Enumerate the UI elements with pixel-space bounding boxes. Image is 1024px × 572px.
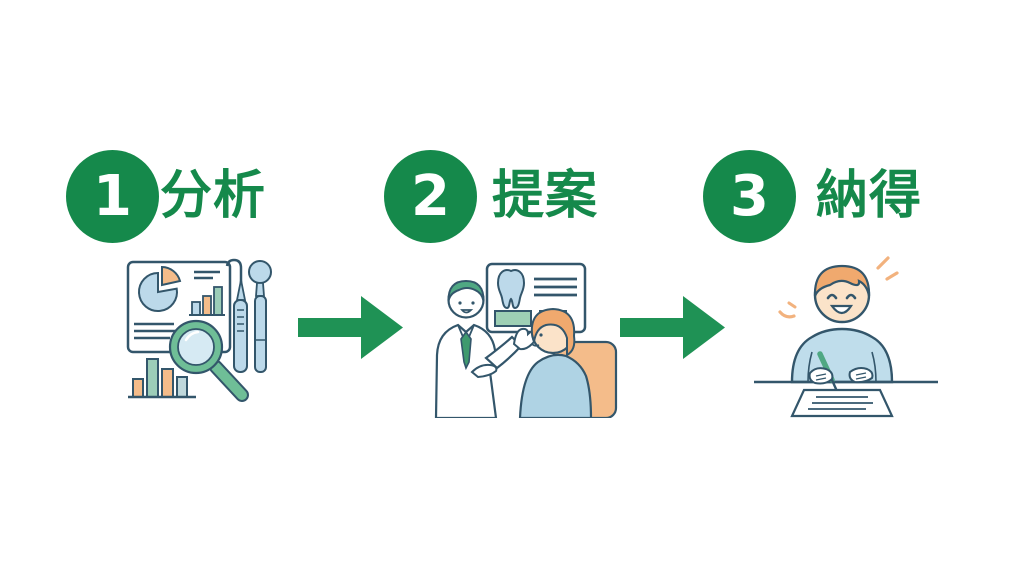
proposal-illustration-icon: [434, 262, 618, 418]
consent-illustration-icon: [754, 256, 938, 418]
step-1-number: 1: [93, 163, 132, 229]
step-1-number-badge: 1: [66, 150, 159, 243]
analysis-illustration-icon: [126, 258, 272, 402]
right-arrow-icon-1: [298, 296, 403, 359]
right-arrow-icon-2: [620, 296, 725, 359]
step-3-label: 納得: [816, 166, 923, 226]
step-1-label: 分析: [160, 166, 267, 226]
step-2-number: 2: [411, 163, 450, 229]
step-3-number: 3: [730, 163, 769, 229]
step-2-number-badge: 2: [384, 150, 477, 243]
step-3-number-badge: 3: [703, 150, 796, 243]
step-2-label: 提案: [492, 166, 599, 226]
